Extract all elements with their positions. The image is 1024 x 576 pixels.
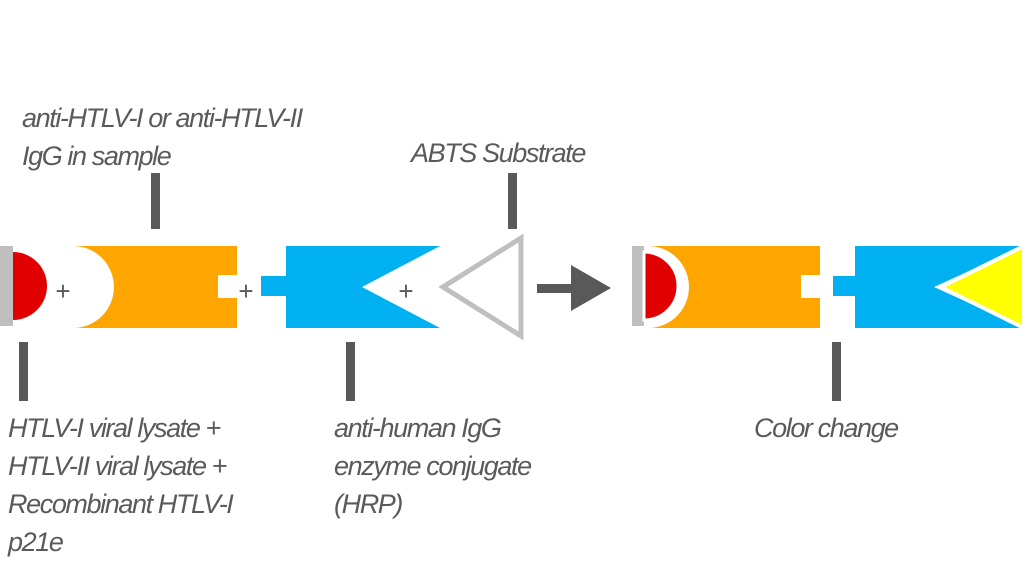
label-substrate-text: ABTS Substrate — [411, 138, 586, 168]
leader-line-viral-lysate — [19, 342, 28, 401]
substrate-triangle — [438, 233, 524, 341]
label-conjugate-line-1: anti-human IgG — [334, 413, 502, 443]
leader-line-substrate — [508, 173, 517, 229]
sample-igg-shape — [73, 246, 237, 328]
label-color-change-text: Color change — [754, 413, 899, 443]
label-viral-lysate-line-3: Recombinant HTLV-I — [8, 489, 234, 519]
label-viral-lysate: HTLV-I viral lysate + HTLV-II viral lysa… — [8, 409, 234, 561]
reaction-arrow-shaft — [537, 284, 573, 293]
viral-antigen-shape — [13, 252, 47, 320]
label-color-change: Color change — [754, 409, 899, 447]
solid-phase-plate — [0, 246, 13, 326]
label-igg-sample-line-2: IgG in sample — [22, 141, 172, 171]
label-igg-sample: anti-HTLV-I or anti-HTLV-II IgG in sampl… — [22, 99, 303, 175]
label-substrate: ABTS Substrate — [411, 134, 586, 172]
reaction-arrow-head — [571, 265, 611, 311]
label-viral-lysate-line-2: HTLV-II viral lysate + — [8, 451, 227, 481]
conjugate-stem — [261, 276, 287, 296]
leader-line-conjugate — [346, 342, 355, 401]
label-igg-sample-line-1: anti-HTLV-I or anti-HTLV-II — [22, 103, 303, 133]
label-viral-lysate-line-4: p21e — [8, 527, 64, 557]
leader-line-color-change — [832, 342, 841, 401]
product-conjugate-stem — [833, 276, 857, 296]
label-conjugate: anti-human IgG enzyme conjugate (HRP) — [334, 409, 532, 523]
plus-sign-1: + — [55, 276, 70, 306]
plus-sign-3: + — [398, 276, 413, 306]
leader-line-igg-sample — [151, 173, 160, 229]
product-conjugate-shape — [855, 246, 1024, 328]
label-viral-lysate-line-1: HTLV-I viral lysate + — [8, 413, 221, 443]
label-conjugate-line-2: enzyme conjugate — [334, 451, 532, 481]
conjugate-shape — [286, 246, 440, 328]
product-antigen-shape — [642, 250, 680, 322]
plus-sign-2: + — [238, 276, 253, 306]
label-conjugate-line-3: (HRP) — [334, 489, 403, 519]
product-igg-shape — [648, 246, 820, 328]
product-plate — [632, 246, 644, 326]
colored-product-triangle — [936, 243, 1024, 331]
